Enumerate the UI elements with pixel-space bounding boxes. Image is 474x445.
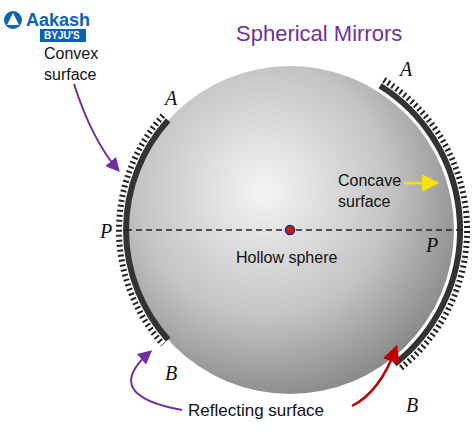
centre-dot — [286, 226, 295, 235]
point-label: A — [400, 56, 412, 82]
surface-label: Concave surface — [338, 171, 404, 213]
sphere-label: Hollow sphere — [236, 248, 337, 269]
point-label: P — [426, 232, 438, 258]
pointer-arrow — [74, 84, 118, 170]
pointer-arrow — [404, 182, 436, 185]
logo-text: BYJU'S — [44, 29, 80, 42]
mirror-hatching — [384, 80, 467, 370]
hollow-sphere — [126, 66, 454, 394]
point-label: B — [165, 360, 177, 386]
surface-label: Convex surface — [44, 44, 114, 86]
point-label: B — [406, 392, 418, 418]
point-label: A — [165, 85, 177, 111]
diagram-title: Spherical Mirrors — [236, 20, 402, 49]
point-label: P — [100, 218, 112, 244]
concave-mirror — [380, 86, 460, 364]
pointer-arrow — [352, 348, 396, 406]
surface-label: Reflecting surface — [188, 400, 324, 422]
pointer-arrow — [131, 352, 182, 410]
logo-text: Aakash — [26, 9, 90, 32]
